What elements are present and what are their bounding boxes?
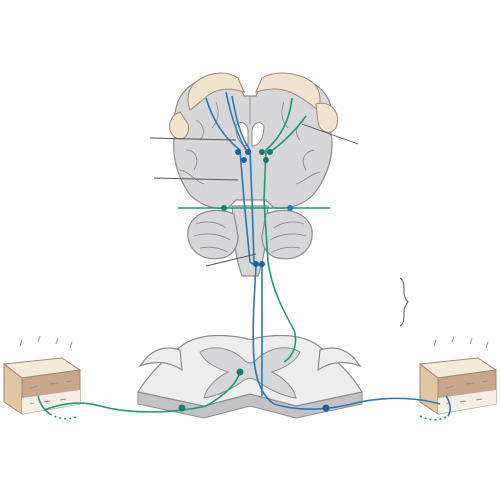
neuron-thalamus-blue-3 [241, 157, 247, 163]
neuron-thalamus-green-1 [259, 149, 265, 155]
green-pathway [37, 97, 330, 415]
curly-brace-icon [399, 277, 409, 327]
neuron-thalamus-green-3 [263, 157, 269, 163]
coronal-brain-section-icon [169, 72, 338, 277]
leader-lines [149, 123, 359, 267]
spinal-nerve-right [317, 347, 362, 372]
leader-line-thalamus-left [149, 137, 237, 141]
spinal-cord-cross-section-icon [137, 334, 363, 419]
green-cortical-fibers [265, 97, 293, 151]
neuron-medulla-1 [253, 261, 259, 267]
neuron-brainstem-right [287, 205, 293, 211]
neuron-brainstem-left [221, 205, 227, 211]
green-cortical-fibers-2 [269, 115, 307, 153]
neuron-nodes [178, 149, 330, 412]
skin-right-fat [438, 390, 496, 414]
skin-left-marks [19, 335, 73, 405]
neuron-thalamus-blue-1 [235, 149, 241, 155]
blue-spinothalamic-tract [252, 265, 275, 405]
temporal-lobe-right [315, 102, 338, 133]
blue-cortical-fibers-left-2 [225, 91, 247, 151]
green-peripheral-nerve [43, 402, 207, 413]
neuron-dorsal-root-green [178, 404, 186, 412]
skin-left-fat [22, 390, 80, 414]
neuron-thalamus-green-2 [267, 149, 273, 155]
neuron-thalamus-blue-2 [245, 149, 251, 155]
lateral-ventricles [235, 122, 265, 147]
blue-nerve-dotted [419, 415, 449, 421]
blue-cortical-fibers-right [231, 95, 251, 151]
cerebellar-folia [193, 221, 307, 253]
neuron-dorsal-root-blue [322, 404, 330, 412]
green-nerve-dotted [49, 413, 79, 420]
leader-line-cortex-right [301, 123, 359, 145]
leader-line-medulla [205, 253, 257, 267]
green-skin-terminal [37, 395, 51, 415]
leader-line-midbrain [153, 177, 239, 181]
cortex-cap-left [187, 72, 245, 111]
neuron-medulla-2 [259, 261, 265, 267]
blue-cortical-fibers-left [205, 97, 241, 151]
green-descending-tract [263, 149, 297, 363]
skin-block-left-icon [2, 335, 82, 415]
blue-peripheral-nerve [273, 397, 441, 410]
skin-right-marks [433, 335, 489, 405]
neuron-dorsal-horn-green [236, 368, 244, 376]
skin-block-right-icon [418, 335, 498, 415]
grey-matter [199, 347, 301, 399]
temporal-lobe-left [169, 111, 189, 140]
spinal-nerve-left [138, 347, 183, 372]
green-dorsal-horn [205, 371, 241, 407]
blue-skin-terminal [445, 395, 451, 417]
